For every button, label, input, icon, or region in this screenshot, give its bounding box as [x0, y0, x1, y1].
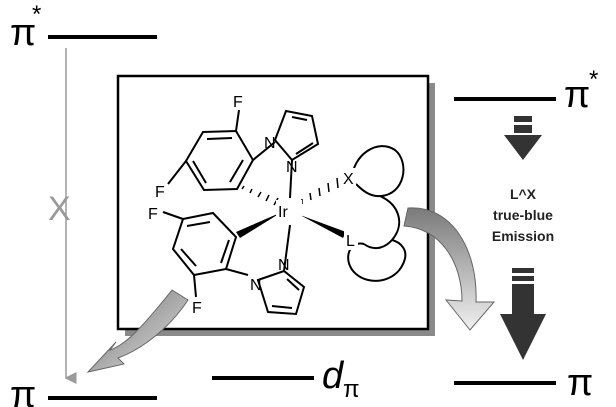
wedge-bond-l: [300, 215, 346, 238]
right-top-level: π *: [454, 66, 598, 116]
left-top-symbol: π: [10, 12, 36, 54]
atom-labels: F F F F N N N N Ir X L: [148, 94, 358, 317]
emission-label: L^X true-blue Emission: [492, 186, 554, 244]
atom-f-lower-left: F: [148, 206, 158, 223]
atom-f-top: F: [233, 94, 243, 111]
molecular-structure: [162, 109, 407, 316]
curved-arrow-left: [86, 289, 189, 373]
wedge-bond-lower: [236, 212, 282, 238]
d-pi-subscript: π: [343, 376, 360, 403]
upper-pyrazole: [273, 109, 320, 162]
left-top-superscript: *: [32, 1, 41, 28]
left-bottom-symbol: π: [10, 374, 36, 407]
gap-arrow: X: [48, 48, 77, 384]
atom-x: X: [343, 171, 354, 188]
right-bottom-symbol: π: [567, 362, 593, 404]
atom-l: L: [346, 233, 355, 250]
d-pi-symbol: d: [322, 355, 345, 397]
right-bottom-level: π: [454, 362, 593, 404]
atom-n-lower-2: N: [250, 277, 262, 294]
emission-arrow: [500, 116, 546, 360]
d-pi-level: d π: [212, 355, 360, 403]
atom-n-upper-2: N: [286, 159, 298, 176]
emission-label-line-2: true-blue: [493, 207, 553, 223]
left-top-level: π *: [10, 1, 157, 54]
ancillary-loop-top: [351, 145, 405, 198]
atom-n-upper-1: N: [264, 135, 276, 152]
complex-frame: [116, 74, 435, 336]
emission-label-line-3: Emission: [492, 228, 554, 244]
emission-label-line-1: L^X: [510, 186, 537, 202]
curved-arrow-right: [403, 207, 496, 331]
atom-f-bottom: F: [192, 300, 202, 317]
right-top-symbol: π: [564, 74, 590, 116]
left-bottom-level: π: [10, 374, 157, 407]
gap-label: X: [48, 190, 71, 228]
right-top-superscript: *: [589, 66, 598, 93]
atom-f-left: F: [155, 184, 165, 201]
atom-ir: Ir: [278, 204, 288, 221]
atom-n-lower-1: N: [278, 257, 290, 274]
hashed-bond-x: [301, 177, 339, 204]
lower-pyrazole: [256, 269, 306, 316]
ancillary-loop-bottom: [347, 239, 407, 282]
